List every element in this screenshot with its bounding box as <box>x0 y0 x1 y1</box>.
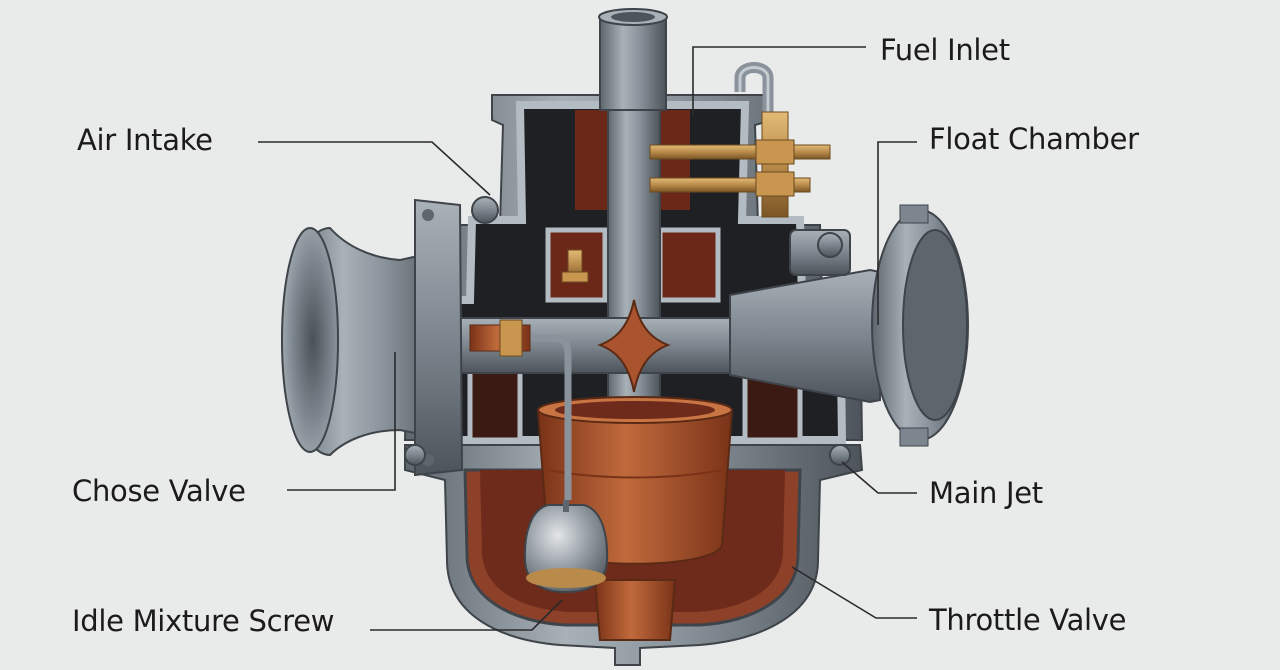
outlet-flange <box>729 204 969 447</box>
leader-lines <box>258 46 917 631</box>
label-float-chamber: Float Chamber <box>929 122 1139 156</box>
leader-idle-mixture-screw <box>370 599 563 631</box>
vent-tube <box>598 8 668 111</box>
leader-air-intake <box>258 141 491 196</box>
label-fuel-inlet: Fuel Inlet <box>880 33 1010 67</box>
label-air-intake: Air Intake <box>77 123 213 157</box>
bolts <box>404 196 851 466</box>
leader-throttle-valve <box>791 566 917 619</box>
leader-chose-valve <box>287 352 396 491</box>
label-chose-valve: Chose Valve <box>72 474 246 508</box>
leader-main-jet <box>841 461 917 494</box>
leader-fuel-inlet <box>692 46 866 117</box>
float-and-rod <box>469 319 609 594</box>
air-intake-horn <box>281 198 464 477</box>
label-main-jet: Main Jet <box>929 476 1043 510</box>
label-throttle-valve: Throttle Valve <box>929 603 1127 637</box>
label-idle-mixture-screw: Idle Mixture Screw <box>72 604 335 638</box>
fuel-inlet-pipes <box>583 62 831 218</box>
leader-float-chamber <box>877 141 917 325</box>
